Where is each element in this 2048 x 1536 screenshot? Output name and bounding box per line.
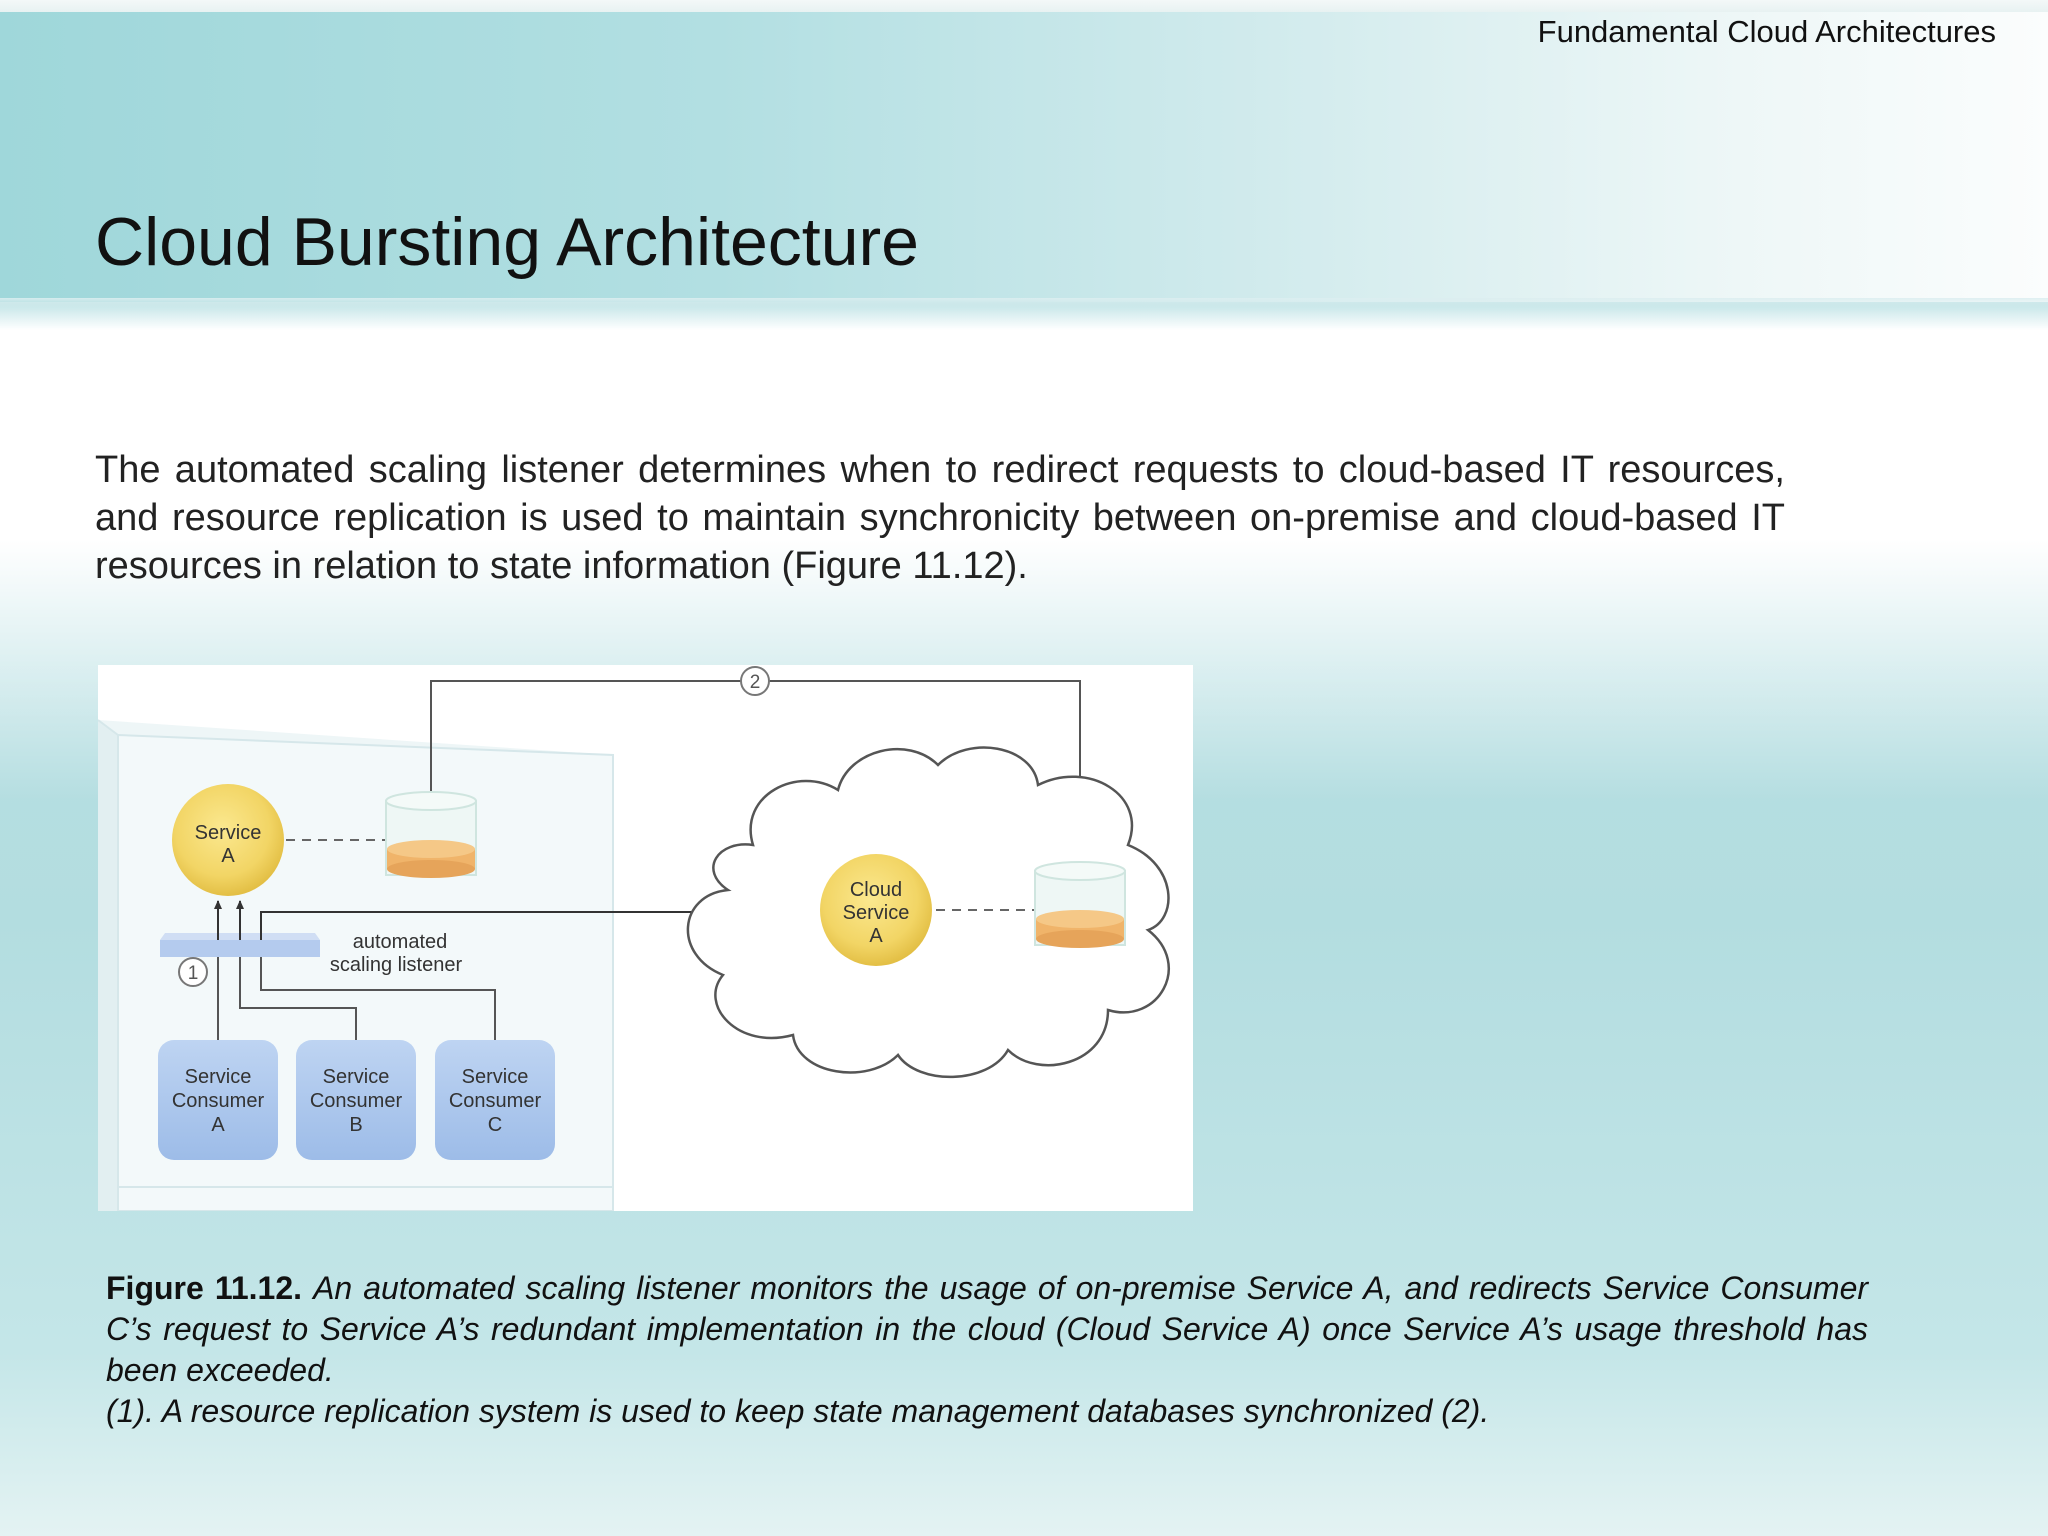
marker-2 [740,666,770,696]
slide-title: Cloud Bursting Architecture [95,204,919,280]
cloud-database-icon [1034,861,1126,948]
service-consumer-a: Service Consumer A [158,1040,278,1160]
consumer-a-label-1: Service [185,1066,252,1088]
consumer-a-label-2: Consumer [172,1090,265,1112]
caption-line-2: (1). A resource replication system is us… [106,1393,1490,1429]
consumer-c-label-2: Consumer [449,1090,542,1112]
consumer-b-label-3: B [349,1114,362,1136]
listener-label-1: automated [353,931,448,953]
figure-caption: Figure 11.12. An automated scaling liste… [106,1268,1868,1432]
cloud-bursting-diagram: 2 Service A automated scaling listener 1 [98,666,1170,1211]
caption-text: An automated scaling listener monitors t… [106,1270,1869,1388]
consumer-a-label-3: A [211,1114,225,1136]
service-a-label-1: Service [195,822,262,844]
marker-1-label: 1 [188,963,199,984]
marker-1 [178,957,208,987]
consumer-b-label-2: Consumer [310,1090,403,1112]
cloud-service-label-2: Service [843,902,910,924]
body-paragraph: The automated scaling listener determine… [95,449,1785,587]
consumer-b-label-1: Service [323,1066,390,1088]
figure-11-12: 2 Service A automated scaling listener 1 [98,665,1193,1211]
automated-scaling-listener: automated scaling listener 1 [160,931,463,987]
top-border [0,0,2048,12]
consumer-c-label-3: C [488,1114,502,1136]
cloud-service-label-1: Cloud [850,879,902,901]
service-consumer-b: Service Consumer B [296,1040,416,1160]
cloud-service-label-3: A [869,925,883,947]
running-head: Fundamental Cloud Architectures [1537,14,1996,49]
redirect-arrow [260,908,779,940]
header-band [0,12,2048,308]
service-consumer-c: Service Consumer C [435,1040,555,1160]
cloud-service-a: Cloud Service A [820,854,932,966]
on-premise-database-icon [385,791,477,878]
service-a: Service A [172,784,284,896]
caption-label: Figure 11.12. [106,1270,303,1306]
service-a-label-2: A [221,845,235,867]
marker-2-label: 2 [750,672,761,693]
listener-label-2: scaling listener [330,954,463,976]
consumer-c-label-1: Service [462,1066,529,1088]
consumer-connectors [217,957,496,1040]
